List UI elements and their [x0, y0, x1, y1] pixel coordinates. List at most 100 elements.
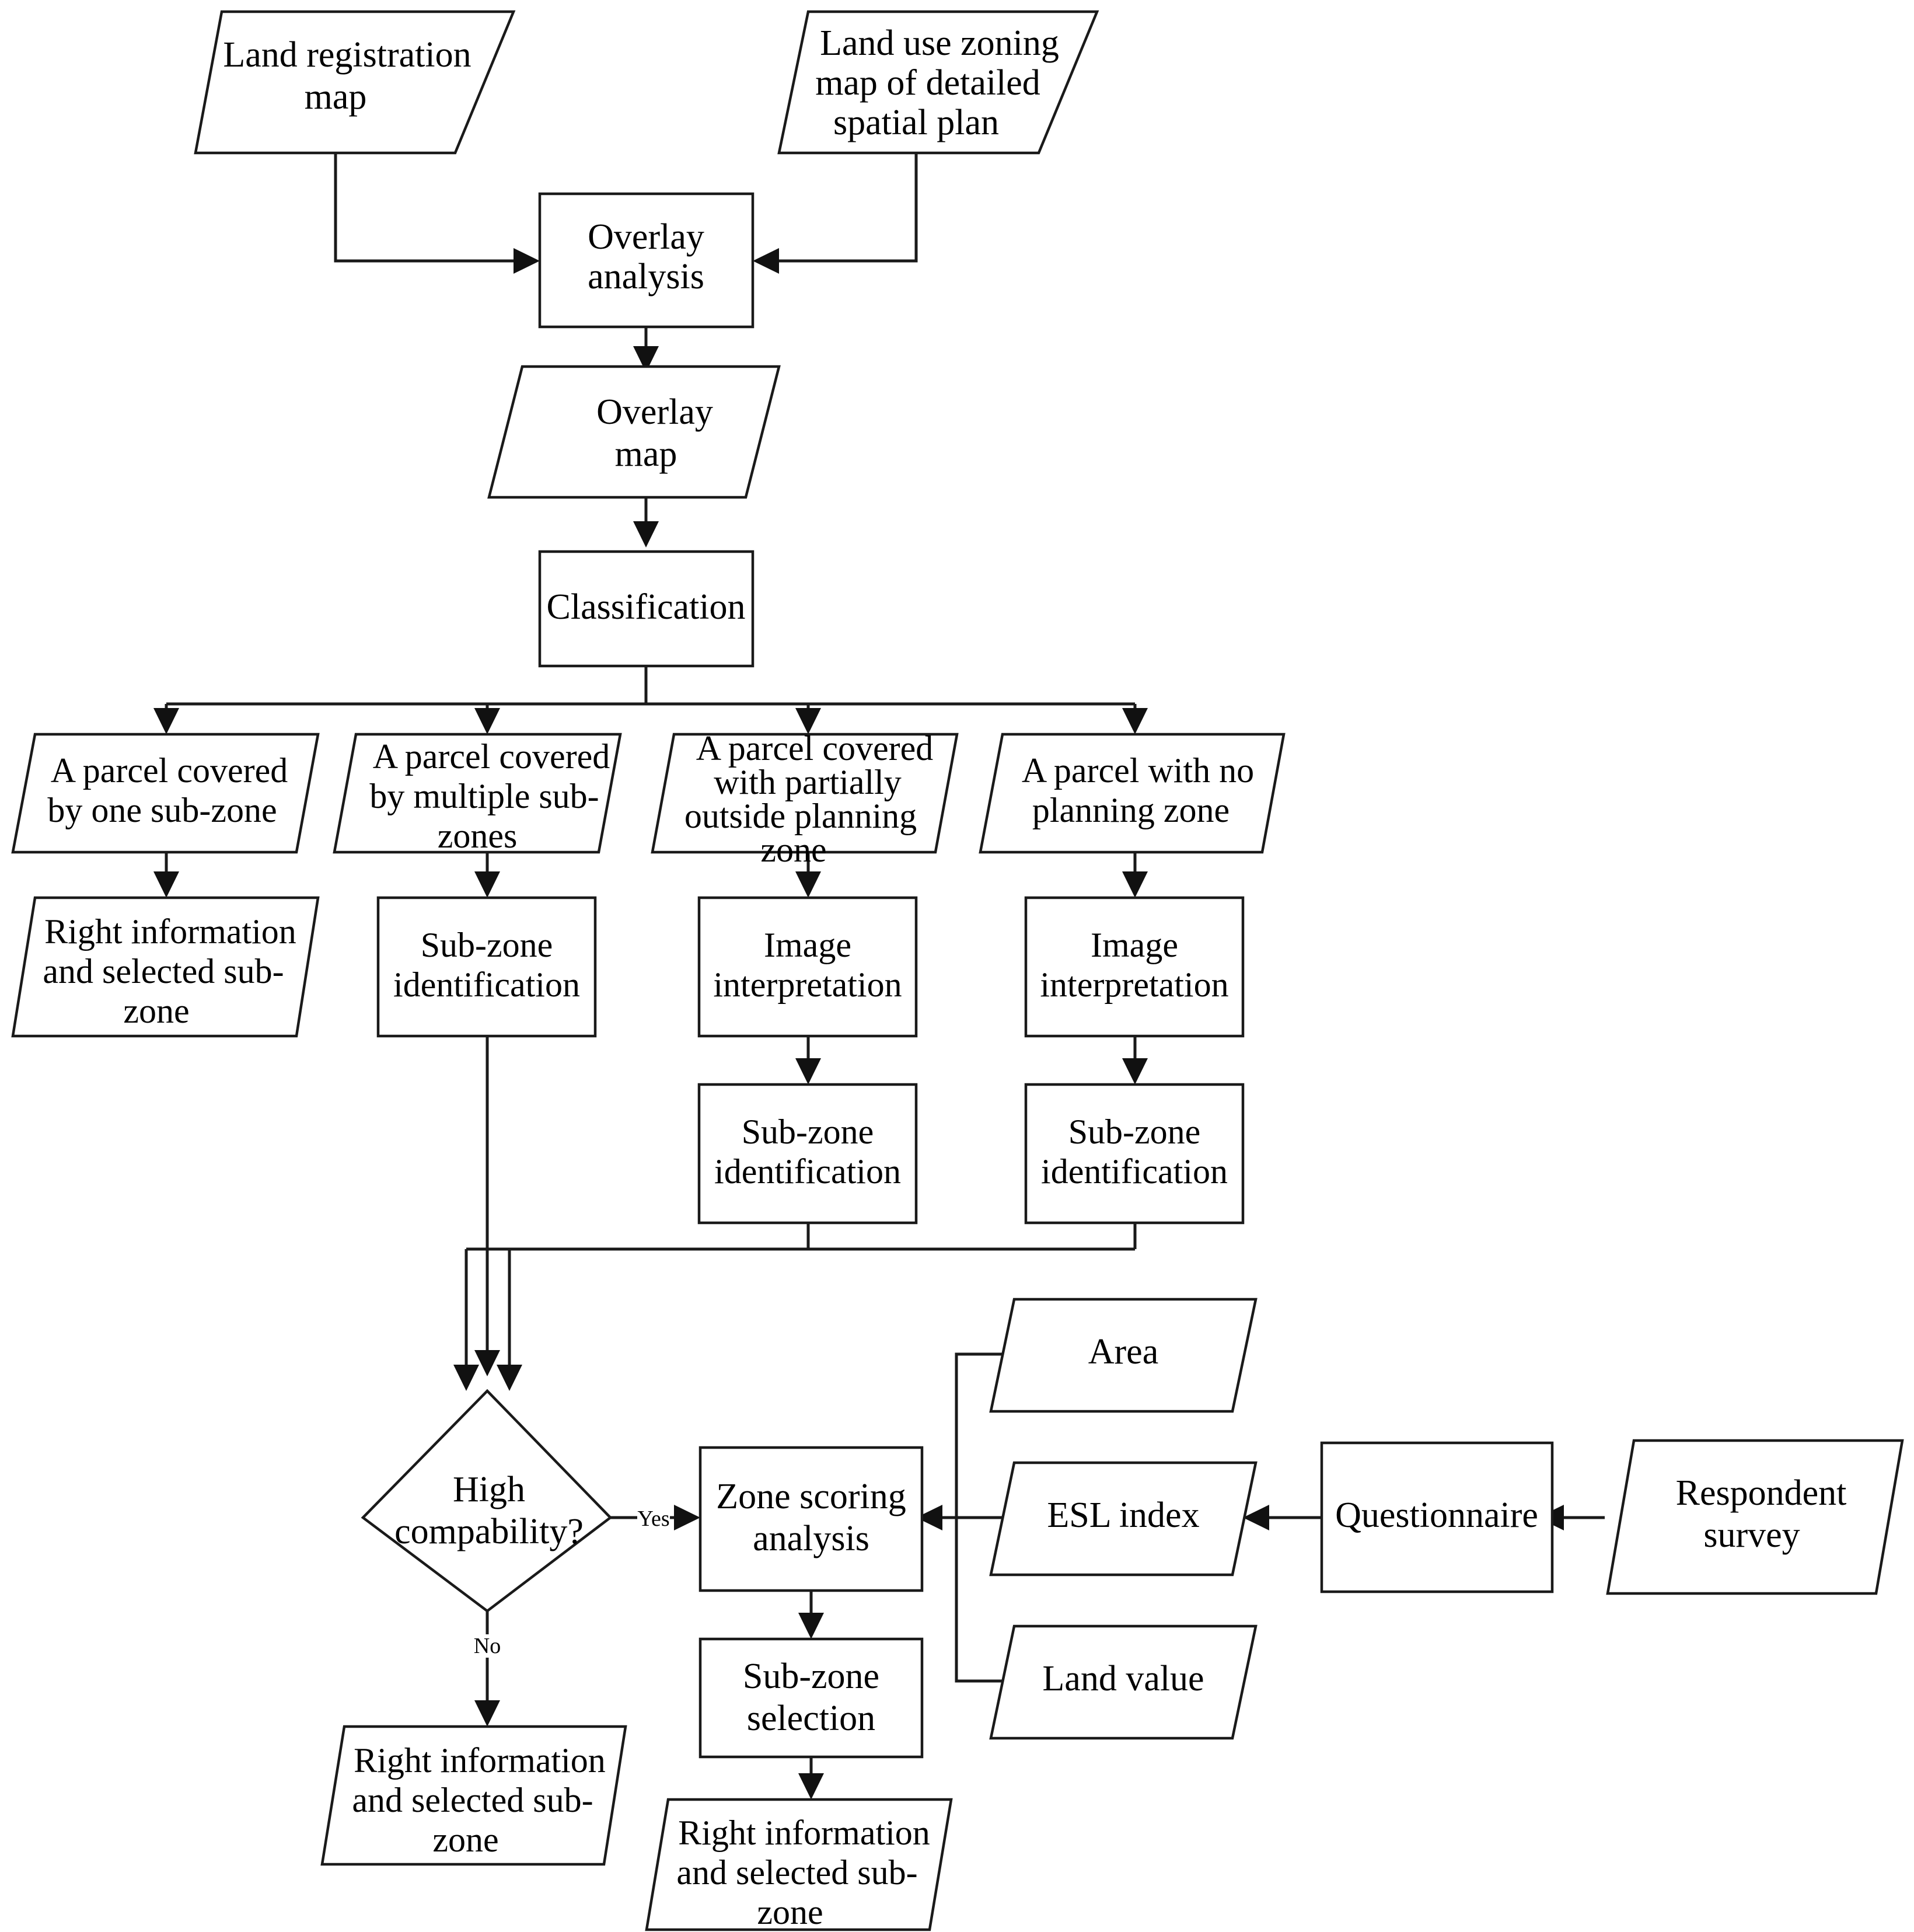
parcel-one-subzone-line-1: A parcel covered — [51, 751, 288, 790]
arrowhead-parcel2-subzoneA — [474, 871, 500, 898]
area-label: Area — [1088, 1332, 1158, 1372]
right-info-no-line-1: Right information — [354, 1741, 606, 1780]
node-subzone-identification-a[interactable]: Sub-zone identification — [376, 896, 597, 1038]
high-compability-line-2: compability? — [394, 1512, 584, 1551]
parcel-one-subzone-shape — [11, 733, 320, 854]
node-land-use-zoning-map[interactable]: Land use zoning map of detailed spatial … — [777, 10, 1099, 155]
image-c-line-2: interpretation — [1040, 965, 1228, 1004]
node-respondent-survey[interactable]: Respondent survey — [1606, 1439, 1904, 1595]
land-registration-map-shape — [194, 10, 516, 155]
arrowhead-imageB-subzoneB — [795, 1058, 821, 1084]
land-use-zoning-map-shape — [777, 10, 1099, 155]
arrowhead-questionnaire-esl — [1243, 1505, 1269, 1530]
right-info-no-line-3: zone — [432, 1821, 498, 1859]
node-image-interpretation-b[interactable]: Image interpretation — [697, 896, 918, 1038]
high-compability-shape — [361, 1389, 613, 1613]
arrowhead-landreg-overlay — [514, 248, 540, 274]
subzone-selection-line-2: selection — [747, 1699, 875, 1738]
parcel-no-zone-line-2: planning zone — [1032, 791, 1230, 829]
subzone-selection-shape — [698, 1637, 924, 1759]
arrowhead-yes-zonescoring — [674, 1505, 700, 1530]
node-right-info-left[interactable]: Right information and selected sub- zone — [11, 896, 320, 1038]
subzone-identification-b-shape — [697, 1083, 918, 1225]
parcel-partially-outside-shape — [651, 733, 959, 854]
parcel-partially-line-4: zone — [760, 831, 826, 869]
image-interpretation-c-shape — [1024, 896, 1245, 1038]
arrowhead-diamond-center — [474, 1350, 500, 1376]
node-land-registration-map[interactable]: Land registration map — [194, 10, 516, 155]
right-info-left-line-3: zone — [123, 992, 189, 1030]
edge-area-landvalue-bus — [955, 1352, 1012, 1683]
respondent-survey-line-2: survey — [1703, 1515, 1800, 1555]
classification-label: Classification — [547, 587, 746, 627]
node-subzone-identification-c[interactable]: Sub-zone identification — [1024, 1083, 1245, 1225]
subzone-a-line-1: Sub-zone — [421, 926, 553, 964]
node-esl-index[interactable]: ESL index — [989, 1461, 1258, 1577]
edge-landuse-to-overlay — [767, 153, 918, 263]
right-info-bottom-line-2: and selected sub- — [676, 1853, 917, 1892]
arrowhead-map-classification — [633, 521, 659, 547]
right-info-bottom-line-3: zone — [757, 1893, 823, 1931]
node-parcel-multiple-subzones[interactable]: A parcel covered by multiple sub- zones — [333, 733, 622, 855]
node-parcel-partially-outside[interactable]: A parcel covered with partially outside … — [651, 729, 959, 869]
node-classification[interactable]: Classification — [538, 550, 755, 668]
node-right-info-bottom[interactable]: Right information and selected sub- zone — [645, 1798, 953, 1931]
parcel-no-planning-zone-shape — [979, 733, 1286, 854]
node-subzone-selection[interactable]: Sub-zone selection — [698, 1637, 924, 1759]
overlay-analysis-shape — [538, 192, 755, 329]
subzone-identification-a-shape — [376, 896, 597, 1038]
parcel-partially-line-2: with partially — [714, 763, 902, 801]
esl-index-shape — [989, 1461, 1258, 1577]
land-registration-map-line-2: map — [305, 77, 367, 117]
overlay-map-line-2: map — [615, 434, 677, 474]
parcel-partially-line-1: A parcel covered — [696, 729, 933, 768]
image-c-line-1: Image — [1091, 926, 1178, 964]
land-registration-map-line-1: Land registration — [223, 35, 471, 75]
node-land-value[interactable]: Land value — [989, 1624, 1258, 1740]
node-questionnaire[interactable]: Questionnaire — [1320, 1441, 1554, 1593]
overlay-map-line-1: Overlay — [596, 392, 713, 432]
parcel-one-subzone-line-2: by one sub-zone — [47, 791, 277, 829]
node-zone-scoring-analysis[interactable]: Zone scoring analysis — [698, 1446, 924, 1592]
arrowhead-bus-4 — [1122, 708, 1148, 734]
image-interpretation-b-shape — [697, 896, 918, 1038]
image-b-line-2: interpretation — [713, 965, 902, 1004]
node-parcel-one-subzone[interactable]: A parcel covered by one sub-zone — [11, 733, 320, 854]
arrowhead-parcel1-rightinfo — [153, 871, 179, 898]
right-info-left-line-2: and selected sub- — [43, 952, 284, 991]
arrowhead-landuse-overlay — [753, 248, 779, 274]
parcel-multiple-line-2: by multiple sub- — [369, 777, 599, 815]
zone-scoring-analysis-shape — [698, 1446, 924, 1592]
node-right-info-no-branch[interactable]: Right information and selected sub- zone — [320, 1725, 627, 1866]
land-use-zoning-map-line-2: map of detailed — [815, 63, 1040, 103]
node-overlay-map[interactable]: Overlay map — [487, 365, 781, 499]
parcel-multiple-subzones-shape — [333, 733, 622, 854]
node-high-compability[interactable]: High compability? — [361, 1389, 613, 1613]
arrowhead-zonescoring-selection — [798, 1613, 824, 1639]
questionnaire-label: Questionnaire — [1335, 1495, 1538, 1535]
node-image-interpretation-c[interactable]: Image interpretation — [1024, 896, 1245, 1038]
arrowhead-esl-zonescoring — [916, 1505, 942, 1530]
arrowhead-diamond-left — [453, 1365, 479, 1391]
right-info-left-shape — [11, 896, 320, 1038]
land-value-shape — [989, 1624, 1258, 1740]
arrowhead-selection-rightinfo — [798, 1773, 824, 1800]
subzone-selection-line-1: Sub-zone — [743, 1657, 879, 1696]
zone-scoring-line-2: analysis — [753, 1519, 869, 1558]
arrowhead-diamond-right — [497, 1365, 522, 1391]
right-info-left-line-1: Right information — [44, 912, 296, 951]
subzone-c-line-2: identification — [1041, 1152, 1228, 1191]
arrowhead-bus-1 — [153, 708, 179, 734]
image-b-line-1: Image — [764, 926, 851, 964]
classification-shape — [538, 550, 755, 668]
node-area[interactable]: Area — [989, 1298, 1258, 1413]
arrowhead-imageC-subzoneC — [1122, 1058, 1148, 1084]
parcel-multiple-line-3: zones — [438, 817, 518, 855]
node-subzone-identification-b[interactable]: Sub-zone identification — [697, 1083, 918, 1225]
area-shape — [989, 1298, 1258, 1413]
subzone-a-line-2: identification — [393, 965, 580, 1004]
right-info-no-line-2: and selected sub- — [352, 1781, 593, 1819]
node-overlay-analysis[interactable]: Overlay analysis — [538, 192, 755, 329]
node-parcel-no-planning-zone[interactable]: A parcel with no planning zone — [979, 733, 1286, 854]
